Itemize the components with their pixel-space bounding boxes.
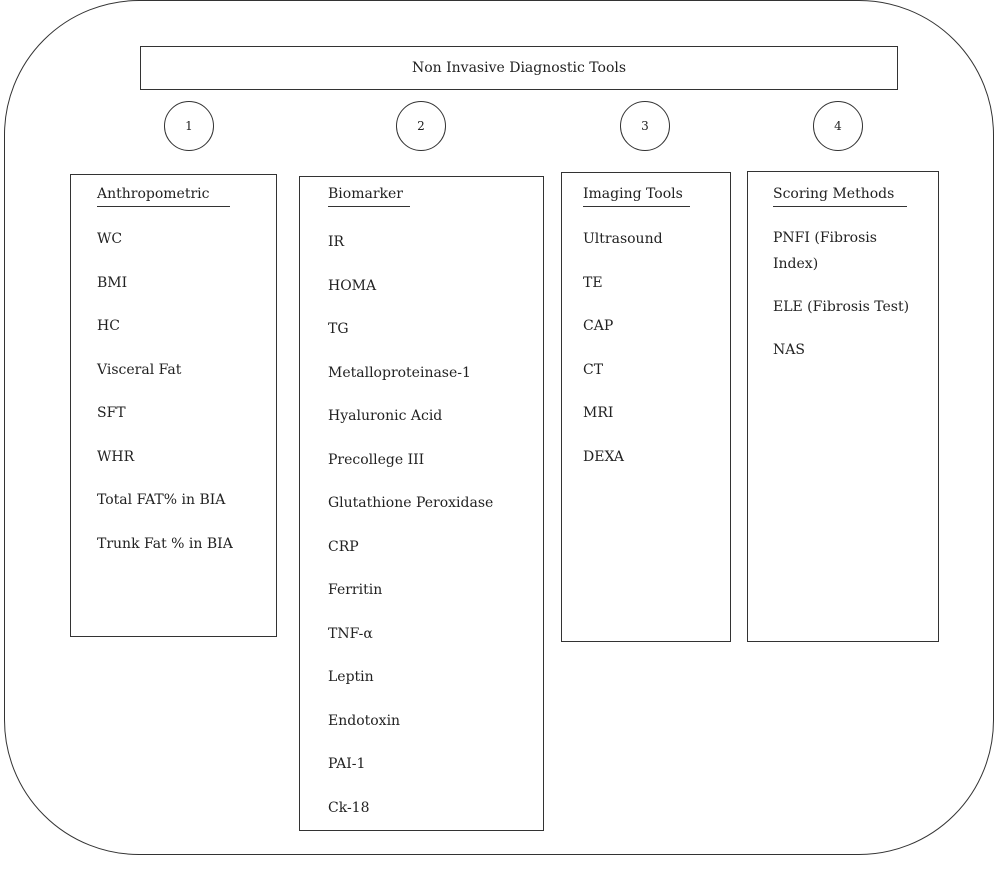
list-item: Glutathione Peroxidase	[328, 495, 494, 511]
list-item: TE	[583, 275, 603, 291]
list-item: TNF-α	[328, 626, 373, 642]
panel-title-imaging-tools: Imaging Tools	[583, 186, 690, 207]
list-item: WC	[97, 231, 123, 247]
step-circle-3: 3	[620, 101, 670, 151]
list-item: HC	[97, 318, 120, 334]
list-item: Precollege III	[328, 452, 425, 468]
panel-title-anthropometric: Anthropometric	[97, 186, 230, 207]
panel-title-scoring-methods: Scoring Methods	[773, 186, 907, 207]
list-item: WHR	[97, 449, 135, 465]
panel-anthropometric	[70, 174, 277, 637]
list-item: Leptin	[328, 669, 374, 685]
diagram-title-text: Non Invasive Diagnostic Tools	[411, 60, 627, 76]
diagram-title: Non Invasive Diagnostic Tools	[140, 46, 898, 90]
list-item: BMI	[97, 275, 128, 291]
list-item: Trunk Fat % in BIA	[97, 536, 233, 552]
list-item: CRP	[328, 539, 359, 555]
step-number: 3	[641, 119, 649, 133]
step-number: 1	[185, 119, 193, 133]
list-item: CAP	[583, 318, 614, 334]
list-item: PNFI (Fibrosis Index)	[773, 230, 877, 272]
list-item: DEXA	[583, 449, 625, 465]
list-item: Visceral Fat	[97, 362, 182, 378]
list-item: TG	[328, 321, 349, 337]
list-item: Ultrasound	[583, 231, 663, 247]
list-item: MRI	[583, 405, 614, 421]
list-item: ELE (Fibrosis Test)	[773, 299, 910, 315]
list-item: IR	[328, 234, 345, 250]
list-item: NAS	[773, 342, 805, 358]
step-number: 2	[417, 119, 425, 133]
step-circle-1: 1	[164, 101, 214, 151]
panel-title-biomarker: Biomarker	[328, 186, 410, 207]
panel-scoring-methods	[747, 171, 939, 642]
list-item: Total FAT% in BIA	[97, 492, 226, 508]
outer-frame	[4, 0, 994, 855]
list-item: Hyaluronic Acid	[328, 408, 443, 424]
list-item: PAI-1	[328, 756, 366, 772]
step-circle-4: 4	[813, 101, 863, 151]
list-item: SFT	[97, 405, 126, 421]
panel-biomarker	[299, 176, 544, 831]
list-item: Metalloproteinase-1	[328, 365, 471, 381]
panel-imaging-tools	[561, 172, 731, 642]
list-item: CT	[583, 362, 604, 378]
step-circle-2: 2	[396, 101, 446, 151]
step-number: 4	[834, 119, 842, 133]
list-item: Ck-18	[328, 800, 370, 816]
list-item: HOMA	[328, 278, 377, 294]
list-item: Endotoxin	[328, 713, 401, 729]
list-item: Ferritin	[328, 582, 383, 598]
